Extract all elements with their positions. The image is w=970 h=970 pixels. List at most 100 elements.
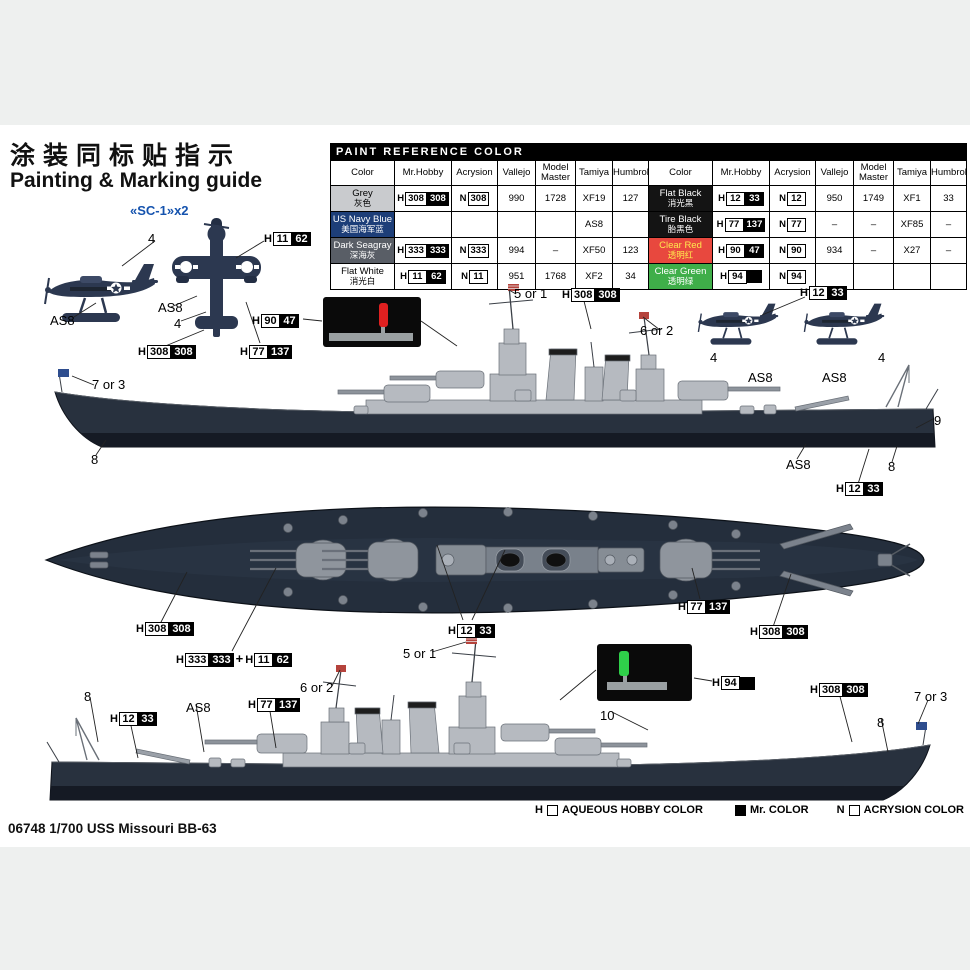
white-box-icon bbox=[848, 804, 860, 816]
column-header: Model Master bbox=[853, 160, 894, 186]
paint-code-cell: XF50 bbox=[575, 237, 613, 264]
paint-code-cell: 33 bbox=[930, 185, 967, 212]
kit-title: 06748 1/700 USS Missouri BB-63 bbox=[8, 821, 217, 836]
column-header: Color bbox=[330, 160, 395, 186]
paint-code-cell: – bbox=[930, 211, 967, 238]
decal-callout: 5 or 1 bbox=[403, 646, 437, 661]
paint-code-cell bbox=[535, 211, 576, 238]
decal-callout: 8 bbox=[877, 715, 885, 730]
paint-code-cell bbox=[451, 211, 498, 238]
paint-code-cell bbox=[497, 211, 536, 238]
table-title: PAINT REFERENCE COLOR bbox=[330, 143, 967, 160]
white-box-icon bbox=[546, 804, 558, 816]
paint-code-cell: 1749 bbox=[853, 185, 894, 212]
decal-callout: 8 bbox=[91, 452, 99, 467]
green-light-icon bbox=[619, 651, 629, 676]
paint-code-cell: – bbox=[853, 211, 894, 238]
paint-code-cell bbox=[893, 263, 931, 290]
column-header: Mr.Hobby bbox=[394, 160, 452, 186]
column-header: Acrysion bbox=[451, 160, 498, 186]
decal-callout: 7 or 3 bbox=[914, 689, 948, 704]
decal-callout: 5 or 1 bbox=[514, 286, 548, 301]
clear-green-light-detail bbox=[597, 644, 692, 701]
legend-mr-color: Mr. COLOR bbox=[731, 804, 809, 816]
paint-code-cell: 950 bbox=[815, 185, 854, 212]
paint-code-cell: – bbox=[853, 237, 894, 264]
column-header: Model Master bbox=[535, 160, 576, 186]
column-header: Mr.Hobby bbox=[712, 160, 770, 186]
paint-code-cell: XF1 bbox=[893, 185, 931, 212]
paint-code-cell bbox=[930, 263, 967, 290]
paint-callout: AS8 bbox=[822, 370, 847, 385]
paint-callout: AS8 bbox=[50, 313, 75, 328]
paint-callout: AS8 bbox=[186, 700, 211, 715]
black-box-icon bbox=[734, 804, 746, 816]
aircraft-type-label: «SC-1»x2 bbox=[130, 203, 189, 218]
column-header: Humbrol bbox=[612, 160, 649, 186]
column-header: Tamiya bbox=[575, 160, 613, 186]
paint-code-cell: 1728 bbox=[535, 185, 576, 212]
column-header: Vallejo bbox=[815, 160, 854, 186]
column-header: Humbrol bbox=[930, 160, 967, 186]
paint-code-cell: 990 bbox=[497, 185, 536, 212]
paint-code-cell bbox=[394, 211, 452, 238]
column-header: Acrysion bbox=[769, 160, 816, 186]
clear-red-light-detail bbox=[323, 297, 421, 347]
paint-callout: AS8 bbox=[158, 300, 183, 315]
paint-code-cell: XF19 bbox=[575, 185, 613, 212]
decal-callout: 7 or 3 bbox=[92, 377, 126, 392]
decal-callout: 4 bbox=[148, 231, 156, 246]
paint-code-cell: 127 bbox=[612, 185, 649, 212]
paint-code-cell: 123 bbox=[612, 237, 649, 264]
